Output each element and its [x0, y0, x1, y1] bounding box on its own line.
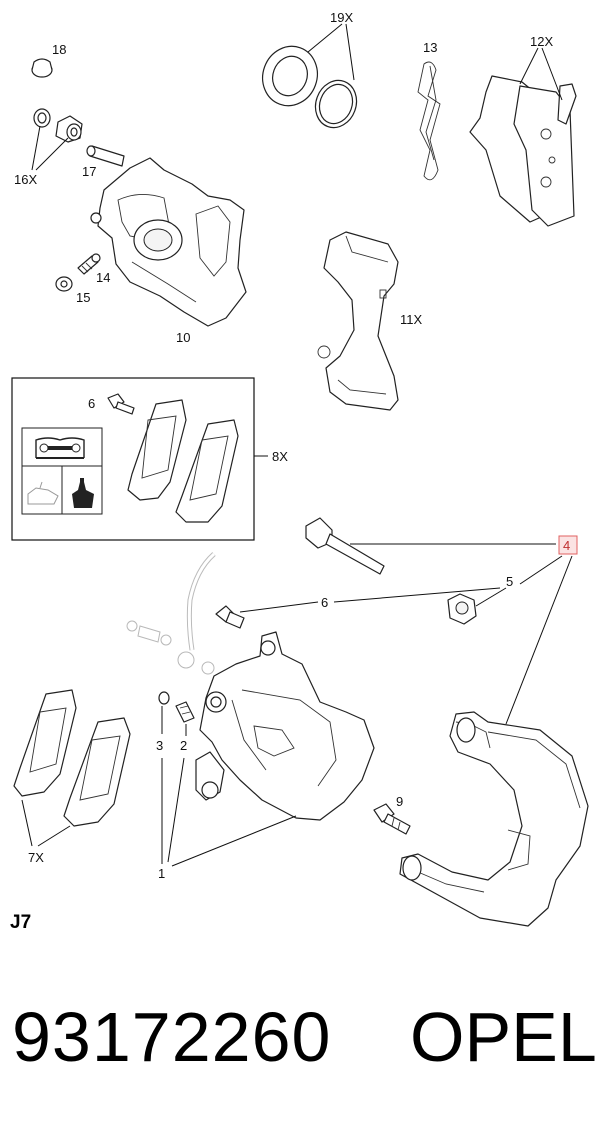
- part-9-bolt: [373, 803, 411, 835]
- brand-name: OPEL: [410, 998, 597, 1076]
- label-5: 5: [506, 574, 513, 589]
- part-16-bushes: [33, 108, 83, 143]
- part-1-caliper-assembly: [195, 631, 375, 821]
- label-15: 15: [76, 290, 90, 305]
- part-7-brake-pads: [13, 689, 131, 827]
- kit-screw-6: [107, 393, 135, 415]
- label-19x: 19X: [330, 10, 353, 25]
- part-6-bolt: [215, 605, 245, 629]
- label-6-kit: 6: [88, 396, 95, 411]
- label-9: 9: [396, 794, 403, 809]
- label-3: 3: [156, 738, 163, 753]
- kit-8x-box: [11, 377, 255, 541]
- part-4-guide-bolt: [305, 517, 385, 575]
- workshop-manual-icon: [35, 437, 85, 459]
- part-3-cap: [158, 691, 170, 705]
- part-2-bleeder: [175, 701, 195, 723]
- grease-icon: [27, 481, 59, 505]
- section-code: J7: [10, 912, 32, 933]
- label-14: 14: [96, 270, 110, 285]
- part-11-carrier-bracket: [317, 231, 399, 411]
- part-18-cap: [31, 58, 53, 78]
- label-16x: 16X: [14, 172, 37, 187]
- part-13-spring-clip: [417, 61, 441, 181]
- label-11x: 11X: [400, 312, 422, 327]
- part-10-caliper-housing: [90, 157, 247, 327]
- part-17-guide-pin: [86, 145, 125, 167]
- part-14-bleeder: [77, 253, 101, 275]
- part-number: 93172260: [12, 998, 332, 1076]
- part-12-brake-pads: [469, 75, 577, 227]
- label-6: 6: [321, 595, 328, 610]
- part-15-dust-cap: [55, 276, 73, 292]
- label-18: 18: [52, 42, 66, 57]
- label-1: 1: [158, 866, 165, 881]
- part-5-bush: [447, 593, 477, 625]
- label-12x: 12X: [530, 34, 553, 49]
- label-4: 4: [563, 538, 570, 553]
- label-2: 2: [180, 738, 187, 753]
- label-8x: 8X: [272, 449, 288, 464]
- part-19-seals: [262, 45, 358, 129]
- label-10: 10: [176, 330, 190, 345]
- label-13: 13: [423, 40, 437, 55]
- callout-4-highlight: [558, 535, 578, 555]
- kit-pads: [127, 399, 239, 523]
- grease-tube-icon: [72, 478, 94, 508]
- brake-hose-faint: [126, 552, 216, 675]
- label-7x: 7X: [28, 850, 44, 865]
- carrier-bracket-assembly: [399, 711, 589, 927]
- label-17: 17: [82, 164, 96, 179]
